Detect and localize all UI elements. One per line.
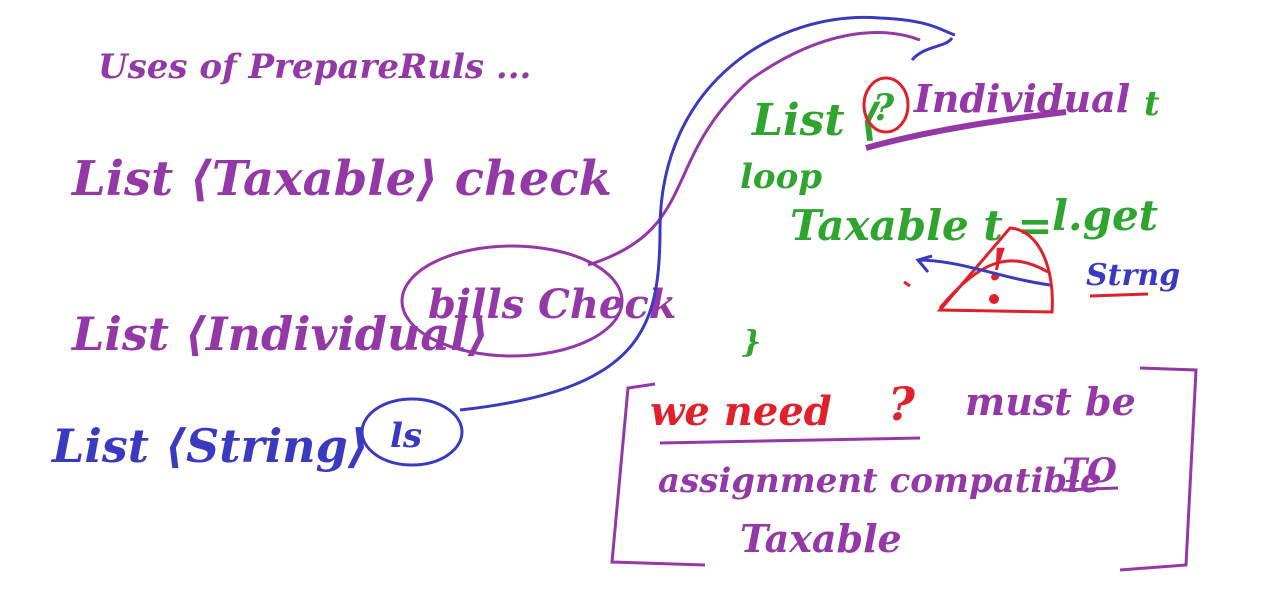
string-type-text: Strng — [1086, 258, 1180, 293]
blue-hook-mark — [910, 36, 954, 62]
bills-check-circle — [400, 244, 624, 358]
ls-text: ls — [390, 416, 422, 456]
to-text: TO — [1062, 451, 1117, 491]
heading-text: Uses of PrepareRuls ... — [98, 47, 531, 87]
list-string-text: List ⟨String⟩ — [50, 419, 369, 473]
assignment-compatible-text: assignment compatible — [658, 461, 1102, 501]
warning-exclamation: ! — [988, 240, 1007, 291]
wildcard-question-mark: ? — [873, 87, 895, 129]
we-need-text: we need — [650, 388, 832, 435]
ls-circle — [360, 397, 464, 467]
list-taxable-check-text: List ⟨Taxable⟩ check — [70, 151, 612, 207]
list-get-text: l.get — [1052, 191, 1158, 240]
we-need-underline — [659, 436, 921, 445]
string-type-underline — [1089, 292, 1149, 298]
taxable-assign-text: Taxable t = — [790, 201, 1053, 250]
blue-arrow-shaft — [917, 258, 1051, 287]
to-underline — [1061, 486, 1119, 492]
bills-check-text: bills Check — [428, 281, 676, 328]
taxable-target-text: Taxable — [740, 516, 902, 561]
loop-keyword-text: loop — [740, 157, 822, 197]
right-bracket — [1119, 366, 1198, 572]
wildcard-circle — [862, 76, 910, 134]
left-bracket — [610, 382, 706, 567]
loop-var-text: t — [1144, 84, 1160, 124]
red-tick-mark — [903, 280, 911, 288]
close-brace-text: } — [742, 325, 761, 360]
blue-connector-curve — [459, 15, 956, 412]
warning-arc — [938, 259, 1049, 309]
required-wildcard-text: ? — [888, 377, 916, 431]
purple-connector-curve — [587, 31, 921, 267]
warning-dot — [989, 294, 999, 304]
individual-underline — [865, 109, 1067, 151]
warning-triangle — [936, 226, 1054, 314]
individual-type-text: Individual — [913, 76, 1130, 121]
blue-arrow-head — [915, 254, 933, 273]
list-wildcard-text: List ⟨ — [750, 95, 881, 146]
must-be-text: must be — [965, 379, 1136, 424]
list-individual-text: List ⟨Individual⟩ — [70, 307, 489, 361]
